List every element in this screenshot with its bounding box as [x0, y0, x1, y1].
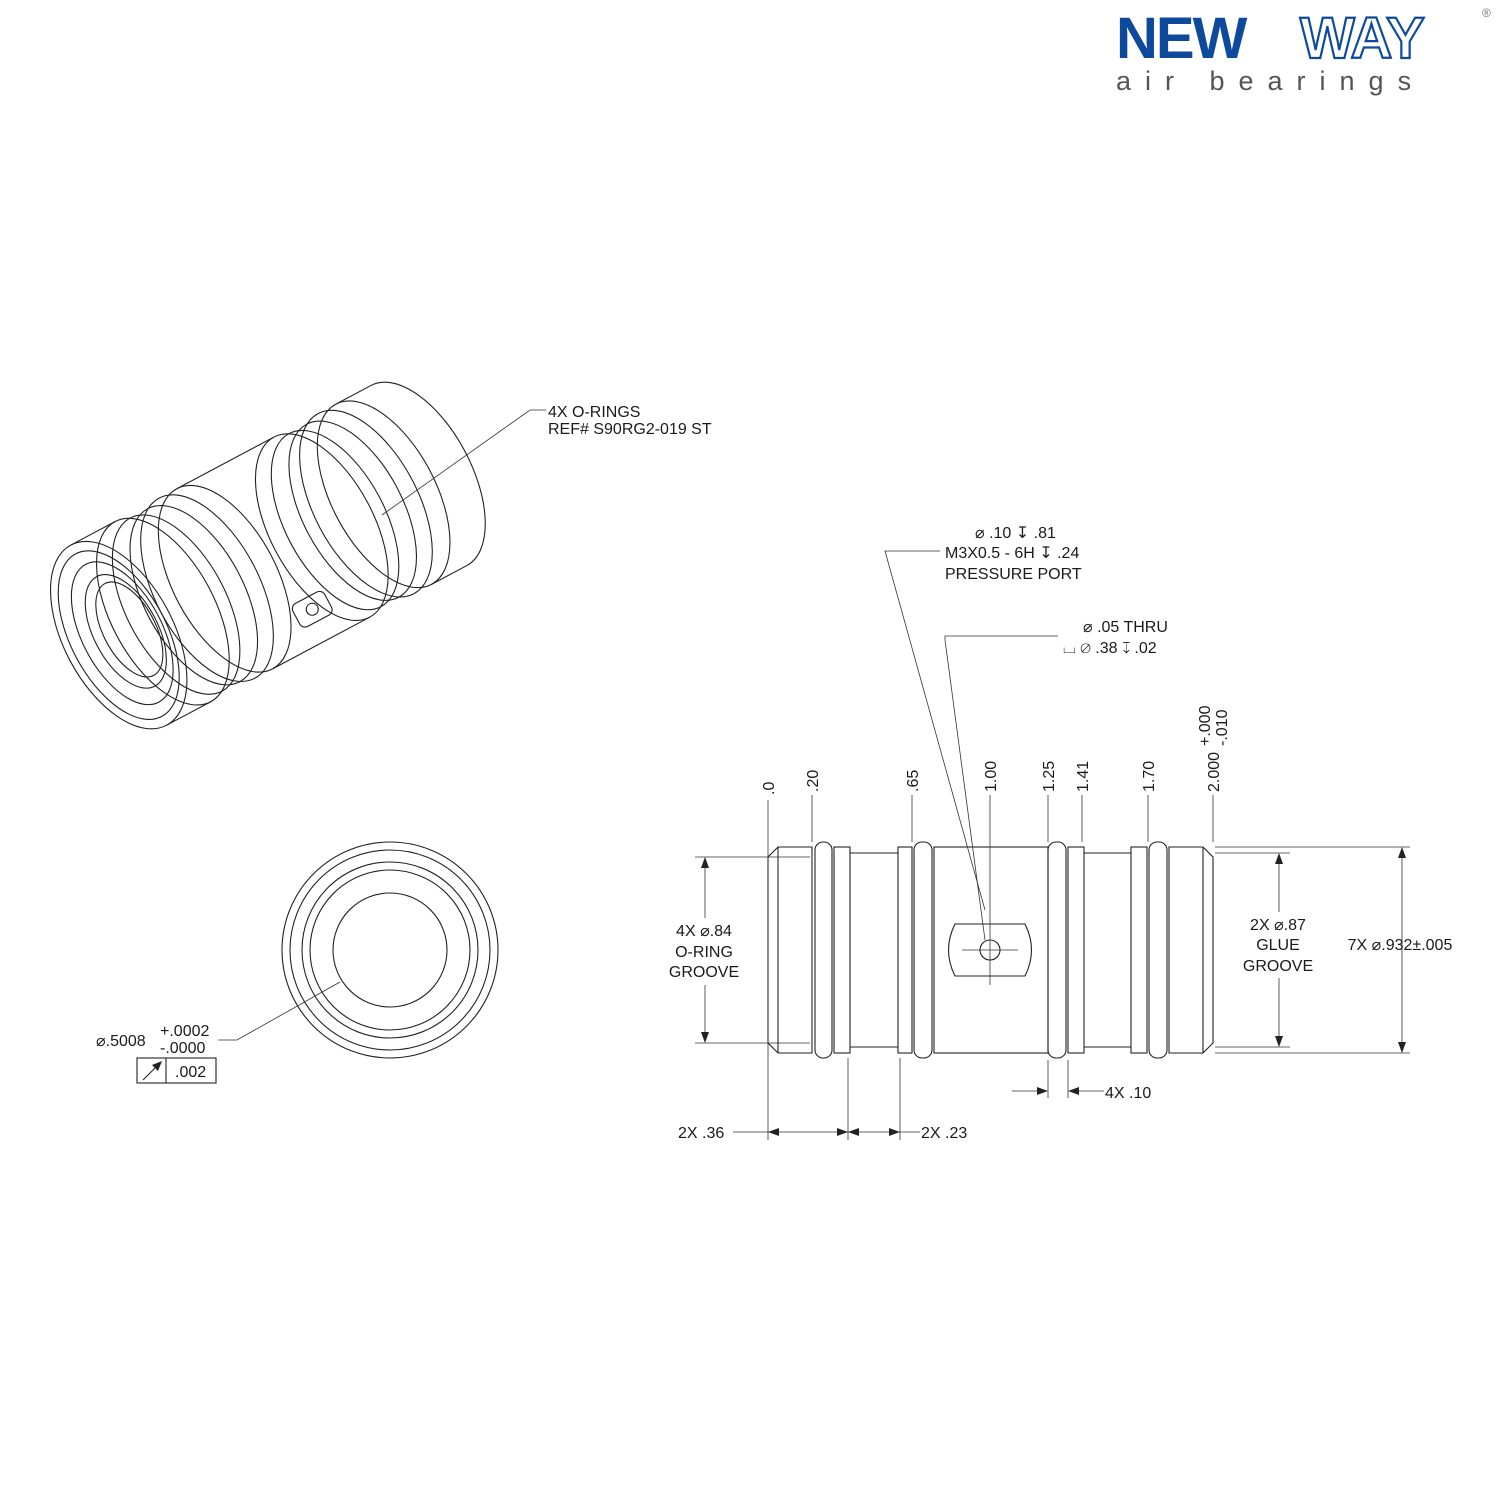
- ordinate-label: 1.41: [1075, 761, 1092, 792]
- logo-brand-outline: WAY: [1300, 6, 1424, 71]
- ordinate-label: .20: [805, 770, 822, 792]
- oring-groove-line1: 4X ⌀.84: [676, 923, 732, 940]
- dim-left: 2X .36: [678, 1125, 724, 1142]
- groove-width: 4X .10: [1105, 1085, 1151, 1102]
- port-line3: PRESSURE PORT: [945, 566, 1082, 583]
- isometric-view: 4X O-RINGS REF# S90RG2-019 ST: [49, 381, 712, 730]
- newway-logo: NEW WAY ® air bearings: [1116, 5, 1491, 96]
- ordinate-labels: .0 .20 .65 1.00 1.25 1.41 1.70 2.000 +.0…: [761, 705, 1231, 795]
- logo-brand-bold: NEW: [1116, 6, 1248, 71]
- outer-diameter: 7X ⌀.932±.005: [1348, 937, 1453, 954]
- thru-line2: ⌴ ⌀ .38 ↧ .02: [1063, 640, 1157, 657]
- ordinate-label: 1.70: [1141, 761, 1158, 792]
- ordinate-label: .65: [905, 770, 922, 792]
- overall-length-tol-plus: +.000: [1197, 705, 1214, 746]
- dimension-arrowheads: [701, 847, 1406, 1136]
- thru-line1: ⌀ .05 THRU: [1083, 619, 1168, 636]
- port-line2: M3X0.5 - 6H ↧ .24: [945, 545, 1079, 562]
- side-view: ⌀ .10 ↧ .81 M3X0.5 - 6H ↧ .24 PRESSURE P…: [669, 525, 1453, 1142]
- ordinate-label: 1.25: [1041, 761, 1058, 792]
- oring-callout-line1: 4X O-RINGS: [548, 404, 640, 421]
- registered-mark: ®: [1482, 6, 1491, 20]
- runout-tolerance: .002: [175, 1064, 206, 1081]
- glue-groove-line3: GROOVE: [1243, 958, 1313, 975]
- dim-mid: 2X .23: [921, 1125, 967, 1142]
- port-line1: ⌀ .10 ↧ .81: [975, 525, 1056, 542]
- logo-tagline: air bearings: [1116, 66, 1425, 96]
- ordinate-label: .0: [761, 782, 778, 795]
- runout-arrow-icon: [142, 1061, 162, 1081]
- oring-groove-line3: GROOVE: [669, 964, 739, 981]
- oring-groove-line2: O-RING: [675, 944, 733, 961]
- ordinate-label: 1.00: [983, 761, 1000, 792]
- overall-length-tol-minus: -.010: [1214, 709, 1231, 746]
- oring-callout-line2: REF# S90RG2-019 ST: [548, 421, 712, 438]
- end-view: ⌀.5008 +.0002 -.0000 .002: [96, 841, 499, 1084]
- bore-tol-minus: -.0000: [160, 1040, 205, 1057]
- bore-tol-plus: +.0002: [160, 1023, 209, 1040]
- glue-groove-line1: 2X ⌀.87: [1250, 917, 1306, 934]
- bore-diameter: ⌀.5008: [96, 1033, 146, 1050]
- overall-length: 2.000: [1206, 752, 1223, 792]
- glue-groove-line2: GLUE: [1256, 937, 1300, 954]
